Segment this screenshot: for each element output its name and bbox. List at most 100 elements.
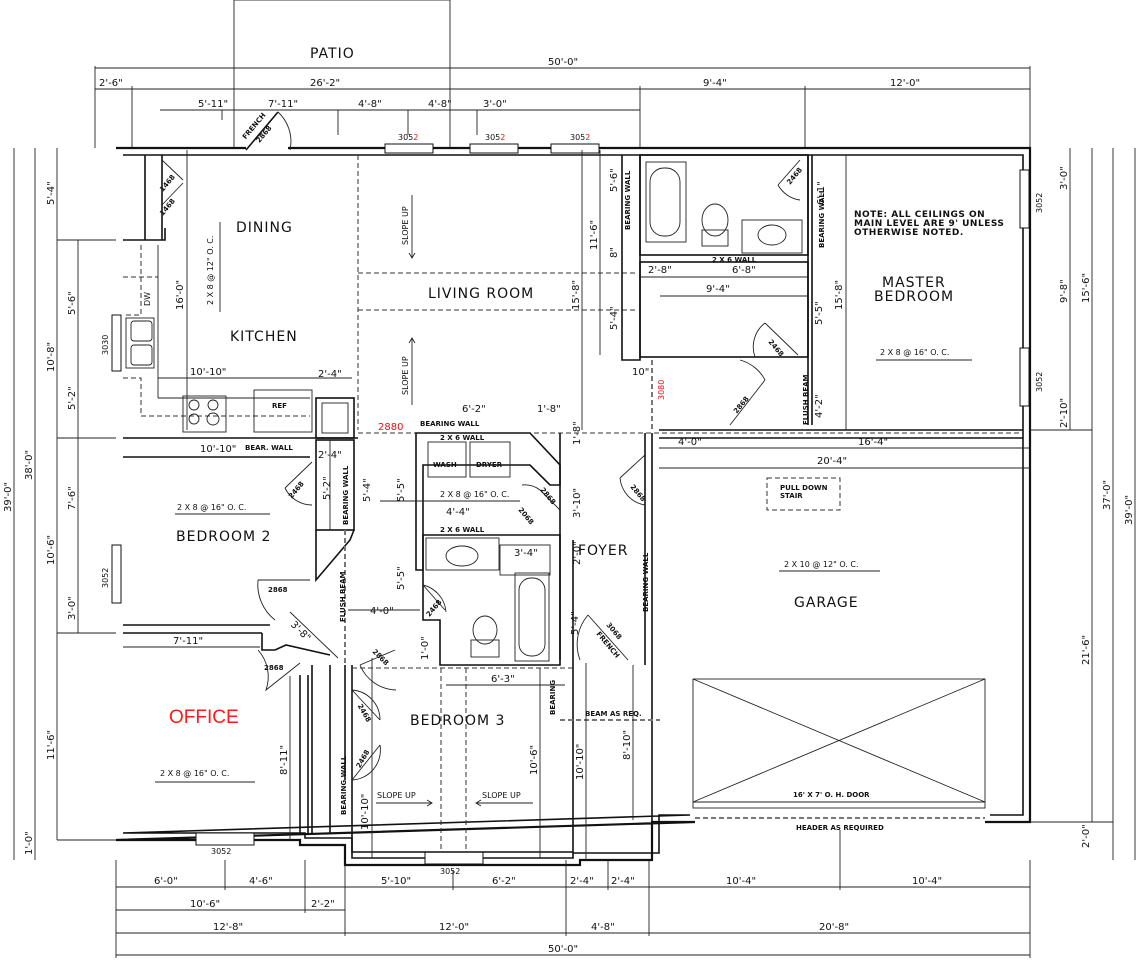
office-width: 7'-11" — [173, 636, 203, 647]
right-overall-inner: 37'-0" — [1102, 480, 1113, 510]
master-bath-bearing: BEARING WALL — [624, 170, 632, 230]
bottom-row1-7: 10'-4" — [726, 876, 756, 887]
bathtub-icon — [649, 167, 681, 237]
window-master-bottom-label: 3052 — [1035, 372, 1044, 392]
garage-dim-1: 4'-0" — [678, 437, 702, 448]
right-window-1: 3'-0" — [1059, 166, 1070, 190]
garage-joist: 2 X 10 @ 12" O. C. — [784, 560, 859, 569]
bottom-row1-4: 6'-2" — [492, 876, 516, 887]
master-bath-dim-3: 9'-4" — [706, 284, 730, 295]
window-master-top — [1019, 169, 1030, 229]
room-master-bedroom: 15'-8" NOTE: ALL CEILINGS ON MAIN LEVEL … — [834, 155, 1004, 430]
hall-dim-3: 1'-0" — [420, 636, 431, 660]
office-joist: 2 X 8 @ 16" O. C. — [160, 769, 229, 778]
kitchen-width: 10'-10" — [190, 367, 226, 378]
bedroom2-hall-h: 5'-4" — [362, 478, 373, 502]
foyer-dim-1: 10'-10" — [575, 744, 586, 780]
left-minor-4: 3'-0" — [67, 596, 78, 620]
bedroom2-door: 2868 — [268, 586, 288, 594]
master-bath-dim-4: 5'-6" — [609, 168, 620, 192]
hall-width: 4'-0" — [370, 606, 394, 617]
bedroom2-width: 10'-10" — [200, 444, 236, 455]
bedroom3-bearing-short: BEARING — [549, 680, 557, 715]
dining-label: DINING — [236, 220, 293, 236]
range-icon — [182, 395, 227, 433]
left-dimensions: 39'-0" 38'-0" 5'-4" 10'-8" 10'-6" 11'-6"… — [3, 148, 116, 860]
window-office-label: 3052 — [211, 847, 231, 856]
bottom-dimensions: 6'-0" 4'-6" 5'-10" 6'-2" 2'-4" 2'-4" 10'… — [115, 830, 1031, 958]
pantry-width: 2'-4" — [318, 369, 342, 380]
bottom-row1-6: 2'-4" — [611, 876, 635, 887]
left-major-5: 1'-0" — [24, 831, 35, 855]
right-overall-outer: 39'-0" — [1124, 495, 1135, 525]
bedroom3-h-left: 10'-10" — [360, 794, 371, 830]
living-slope-bottom: SLOPE UP — [401, 356, 410, 395]
dim-top-a: 26'-2" — [310, 78, 340, 89]
bottom-row1-2: 4'-6" — [249, 876, 273, 887]
refrigerator-label: REF — [272, 402, 287, 410]
bottom-row3-3: 4'-8" — [591, 922, 615, 933]
foyer-dim-2: 8'-10" — [622, 730, 633, 760]
hall-bath-dim-1: 3'-4" — [514, 548, 538, 559]
pantry-door-b: 1468 — [158, 197, 177, 217]
sink-icon-hall — [445, 545, 479, 567]
exterior-walls: 3052 3052 3052 FRENCH 2868 3030 3052 305… — [101, 111, 1044, 876]
master-closet-door: 2468 — [766, 338, 785, 358]
office-height: 8'-11" — [279, 745, 290, 775]
master-bath-dim-10: 10" — [632, 367, 649, 378]
laundry-wall: 2 X 6 WALL — [440, 434, 485, 442]
dim-top-offset: 2'-6" — [99, 78, 123, 89]
dim-top-c: 12'-0" — [890, 78, 920, 89]
left-major-4: 11'-6" — [46, 730, 57, 760]
bedroom3-slope-left: SLOPE UP — [377, 791, 416, 800]
living-offset: 11'-6" — [589, 220, 600, 250]
laundry-dim-5: 3'-10" — [572, 488, 583, 518]
window-bedroom2-label: 3052 — [101, 568, 110, 588]
toilet-icon — [701, 203, 729, 237]
bottom-row1-8: 10'-4" — [912, 876, 942, 887]
bedroom2-bearing: BEARING WALL — [342, 465, 350, 525]
laundry-dim-4: 1'-8" — [572, 421, 583, 445]
left-major-3: 10'-6" — [46, 535, 57, 565]
dishwasher-label: DW — [143, 292, 152, 306]
room-garage: 4'-0" 16'-4" 20'-4" PULL DOWN STAIR 2 X … — [659, 429, 1030, 832]
window-patio-3-label: 3052 — [570, 133, 590, 142]
dim-opening-3: 4'-8" — [358, 99, 382, 110]
right-bottom-offset: 2'-0" — [1081, 824, 1092, 848]
washer-label: WASH — [433, 461, 457, 469]
note-line-2: MAIN LEVEL ARE 9' UNLESS — [854, 219, 1004, 229]
window-kitchen-label: 3030 — [101, 335, 110, 355]
left-minor-1: 5'-6" — [67, 291, 78, 315]
room-living: SLOPE UP SLOPE UP LIVING ROOM 15'-8" 11'… — [357, 150, 1023, 434]
laundry-dim-1: 6'-2" — [462, 404, 486, 415]
living-height: 15'-8" — [571, 280, 582, 310]
right-dimensions: 3'-0" 9'-8" 2'-10" 15'-6" 21'-6" 2'-0" 3… — [1030, 148, 1136, 860]
garage-dim-3: 20'-4" — [817, 456, 847, 467]
dim-opening-4: 4'-8" — [428, 99, 452, 110]
master-bearing-wall: BEARING WALL — [818, 188, 826, 248]
washer-icon — [427, 441, 467, 478]
hall-bath-wall: 2 X 6 WALL — [440, 526, 485, 534]
bedroom3-bearing: BEARING WALL — [340, 755, 348, 815]
bottom-row1-5: 2'-4" — [570, 876, 594, 887]
sink-icon — [125, 317, 155, 369]
bottom-row3-4: 20'-8" — [819, 922, 849, 933]
bottom-row1-3: 5'-10" — [381, 876, 411, 887]
master-bath-dim-6: 5'-4" — [609, 306, 620, 330]
overhead-door — [692, 678, 986, 809]
bedroom3-h-right: 10'-6" — [529, 745, 540, 775]
room-bedroom-2: 10'-10" BEAR. WALL 2'-4" 5'-2" BEARING W… — [123, 439, 373, 634]
master-entry-door: 2868 — [732, 395, 751, 415]
bedroom2-joist: 2 X 8 @ 16" O. C. — [177, 503, 246, 512]
living-slope-top: SLOPE UP — [401, 206, 410, 245]
hall-flush-beam: FLUSH BEAM — [339, 571, 347, 622]
master-bath-dim-1: 2'-8" — [648, 265, 672, 276]
window-patio-2-label: 3052 — [485, 133, 505, 142]
pantry-door-a: 1468 — [158, 173, 177, 193]
dim-opening-1: 5'-11" — [198, 99, 228, 110]
note-line-3: OTHERWISE NOTED. — [854, 228, 964, 238]
garage-dim-2: 16'-4" — [858, 437, 888, 448]
window-bedroom3-label: 3052 — [440, 867, 460, 876]
window-patio-3 — [550, 143, 600, 154]
